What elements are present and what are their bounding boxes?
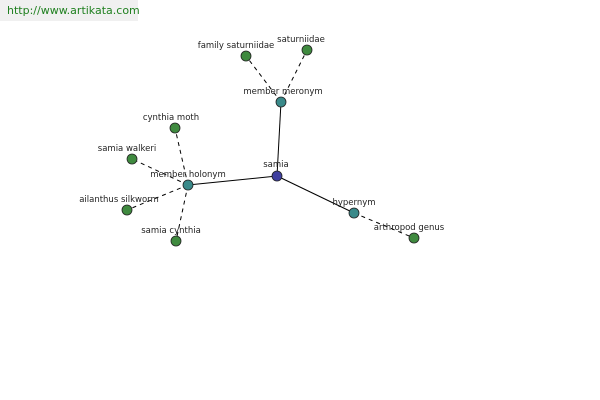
node-samia-walkeri[interactable] bbox=[126, 153, 138, 165]
node-label-samia-walkeri: samia walkeri bbox=[98, 144, 156, 154]
edge-samia-to-member-meronym bbox=[276, 101, 282, 177]
node-label-family-saturniidae: family saturniidae bbox=[198, 41, 275, 51]
node-label-arthropod-genus: arthropod genus bbox=[374, 223, 445, 233]
node-hypernym[interactable] bbox=[348, 207, 360, 219]
node-cynthia-moth[interactable] bbox=[169, 122, 181, 134]
nodes-layer bbox=[121, 44, 420, 247]
edge-samia-to-member-holonym bbox=[187, 175, 278, 186]
node-label-ailanthus-silkworm: ailanthus silkworm bbox=[79, 195, 159, 205]
node-ailanthus-silkworm[interactable] bbox=[121, 204, 133, 216]
node-label-samia: samia bbox=[263, 160, 289, 170]
node-label-hypernym: hypernym bbox=[332, 198, 375, 208]
edge-member-meronym-to-family-saturniidae bbox=[245, 55, 282, 103]
edge-member-holonym-to-cynthia-moth bbox=[174, 127, 189, 186]
node-member-meronym[interactable] bbox=[275, 96, 287, 108]
edge-member-meronym-to-saturniidae bbox=[280, 49, 308, 103]
node-label-samia-cynthia: samia cynthia bbox=[141, 226, 201, 236]
watermark-url: http://www.artikata.com bbox=[0, 0, 140, 21]
node-label-saturniidae: saturniidae bbox=[277, 35, 325, 45]
node-arthropod-genus[interactable] bbox=[408, 232, 420, 244]
node-label-member-meronym: member meronym bbox=[243, 87, 322, 97]
labels-layer: samia member meronym member holonym hyperny… bbox=[79, 35, 445, 236]
node-family-saturniidae[interactable] bbox=[240, 50, 252, 62]
edge-member-holonym-to-samia-cynthia bbox=[175, 184, 189, 242]
node-label-cynthia-moth: cynthia moth bbox=[143, 113, 199, 123]
node-saturniidae[interactable] bbox=[301, 44, 313, 56]
node-samia-cynthia[interactable] bbox=[170, 235, 182, 247]
edge-member-holonym-to-samia-walkeri bbox=[131, 158, 189, 186]
node-samia[interactable] bbox=[271, 170, 283, 182]
edge-hypernym-to-arthropod-genus bbox=[353, 212, 415, 239]
edges-layer bbox=[126, 49, 415, 242]
edge-samia-to-hypernym bbox=[276, 175, 355, 214]
edge-member-holonym-to-ailanthus-silkworm bbox=[126, 184, 189, 211]
node-member-holonym[interactable] bbox=[182, 179, 194, 191]
node-label-member-holonym: member holonym bbox=[150, 170, 225, 180]
